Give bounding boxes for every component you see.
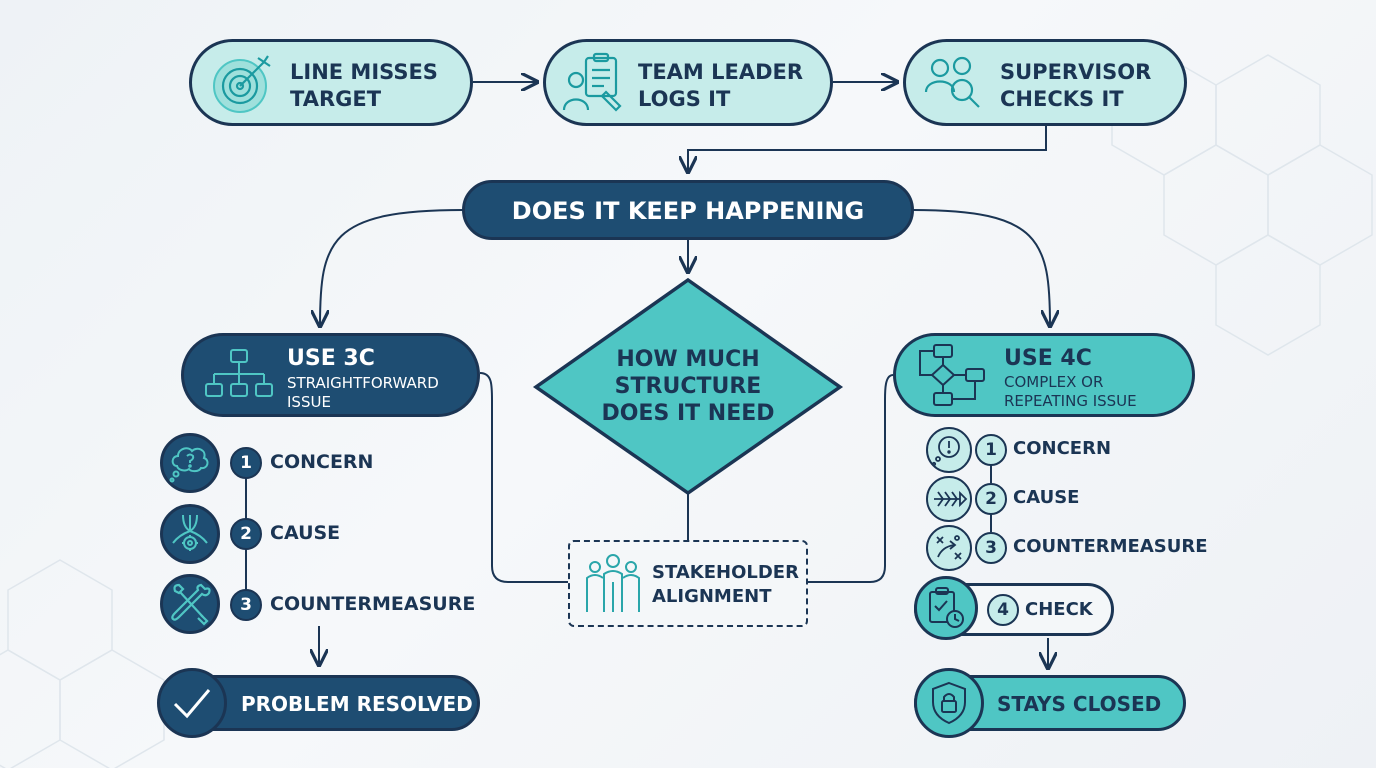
root-cause-icon <box>172 514 208 551</box>
concern-circle <box>160 433 220 493</box>
arrow-to-4c <box>912 209 1050 326</box>
check-step-number: 4 <box>987 594 1019 626</box>
right-step-3-number: 3 <box>975 532 1007 564</box>
countermeasure-circle-right <box>926 525 972 571</box>
clipboard-clock-icon <box>929 587 964 628</box>
concern-circle-right <box>926 427 972 473</box>
checkmark-icon <box>173 689 211 719</box>
line-4c-to-stakeholder <box>808 374 894 583</box>
use-4c-title: USE 4C <box>1004 346 1092 371</box>
line-3c-to-stakeholder <box>479 372 568 583</box>
cause-circle-right <box>926 476 972 522</box>
fishbone-icon <box>934 490 968 508</box>
strategy-play-icon <box>936 535 962 560</box>
shield-circle <box>914 668 984 738</box>
left-step-3-number: 3 <box>230 589 262 621</box>
use-3c-subtitle: STRAIGHTFORWARD ISSUE <box>287 374 439 411</box>
right-step-3-label: COUNTERMEASURE <box>1013 536 1208 557</box>
check-label: CHECK <box>1025 599 1093 620</box>
countermeasure-circle <box>160 574 220 634</box>
line-misses-target-label: LINE MISSES TARGET <box>290 60 438 111</box>
group-people-icon <box>586 554 640 612</box>
how-much-structure-label: HOW MUCH STRUCTURE DOES IT NEED <box>601 347 775 426</box>
cause-circle <box>160 504 220 564</box>
supervisor-checks-node: SUPERVISOR CHECKS IT <box>903 39 1187 126</box>
problem-resolved-node: PROBLEM RESOLVED <box>180 675 480 731</box>
keep-happening-node: DOES IT KEEP HAPPENING <box>462 180 914 240</box>
team-leader-logs-node: TEAM LEADER LOGS IT <box>543 39 833 126</box>
problem-resolved-label: PROBLEM RESOLVED <box>241 692 473 716</box>
use-4c-subtitle: COMPLEX OR REPEATING ISSUE <box>1004 373 1137 410</box>
stakeholder-alignment-label: STAKEHOLDER ALIGNMENT <box>652 562 799 607</box>
right-step-2-label: CAUSE <box>1013 487 1080 508</box>
arrow-supervisor-to-decision <box>688 125 1047 172</box>
use-3c-title: USE 3C <box>287 346 375 371</box>
people-search-icon <box>924 56 980 108</box>
right-step-1-number: 1 <box>975 434 1007 466</box>
thought-question-icon <box>169 447 209 483</box>
resolved-check-circle <box>157 668 227 738</box>
left-step-1-number: 1 <box>230 447 262 479</box>
process-flow-icon <box>919 344 985 406</box>
arrow-to-3c <box>320 209 464 326</box>
shield-lock-icon <box>932 681 966 725</box>
target-icon <box>213 55 271 113</box>
check-icon-circle <box>914 576 978 640</box>
right-step-2-number: 2 <box>975 483 1007 515</box>
left-step-3-label: COUNTERMEASURE <box>270 593 476 615</box>
stakeholder-alignment-node: STAKEHOLDER ALIGNMENT <box>568 540 808 627</box>
team-leader-logs-label: TEAM LEADER LOGS IT <box>638 60 804 111</box>
hierarchy-chart-icon <box>205 349 273 397</box>
right-step-1-label: CONCERN <box>1013 438 1112 459</box>
use-3c-node: USE 3C STRAIGHTFORWARD ISSUE <box>181 333 480 417</box>
alert-bubble-icon <box>931 436 960 467</box>
clipboard-person-icon <box>562 52 622 112</box>
supervisor-checks-label: SUPERVISOR CHECKS IT <box>1000 60 1152 111</box>
left-step-2-label: CAUSE <box>270 522 341 544</box>
left-step-2-number: 2 <box>230 518 262 550</box>
wrench-screwdriver-icon <box>171 583 211 626</box>
left-step-1-label: CONCERN <box>270 451 374 473</box>
keep-happening-label: DOES IT KEEP HAPPENING <box>511 197 865 225</box>
check-node: 4 CHECK <box>914 583 1114 636</box>
line-misses-target-node: LINE MISSES TARGET <box>189 39 473 126</box>
use-4c-node: USE 4C COMPLEX OR REPEATING ISSUE <box>893 333 1195 417</box>
stays-closed-label: STAYS CLOSED <box>997 692 1162 716</box>
